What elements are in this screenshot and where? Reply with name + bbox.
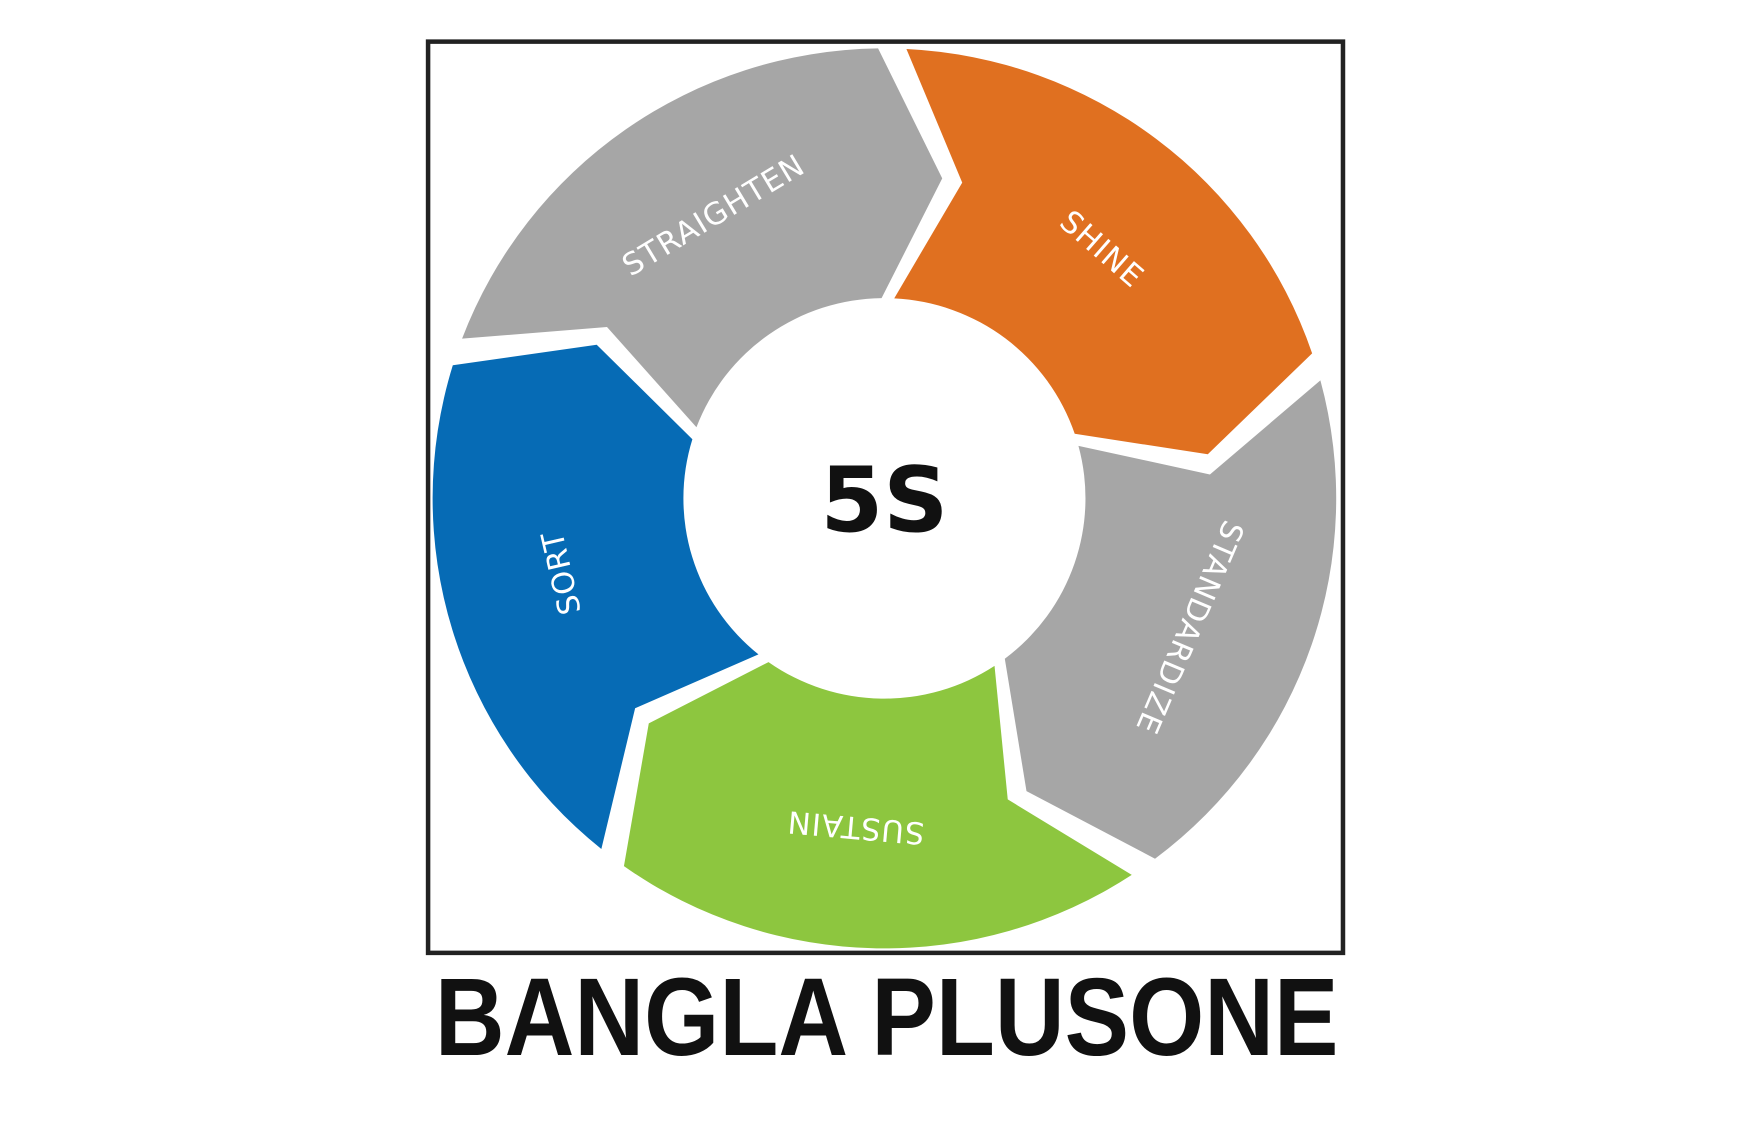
brand-name: BANGLA PLUSONE bbox=[435, 956, 1339, 1079]
segment-sort bbox=[432, 344, 759, 850]
center-label: 5S bbox=[820, 448, 948, 553]
segment-sustain bbox=[623, 662, 1132, 949]
segment-standardize bbox=[1004, 380, 1337, 859]
segment-straighten bbox=[462, 48, 943, 428]
segment-shine bbox=[894, 48, 1313, 455]
